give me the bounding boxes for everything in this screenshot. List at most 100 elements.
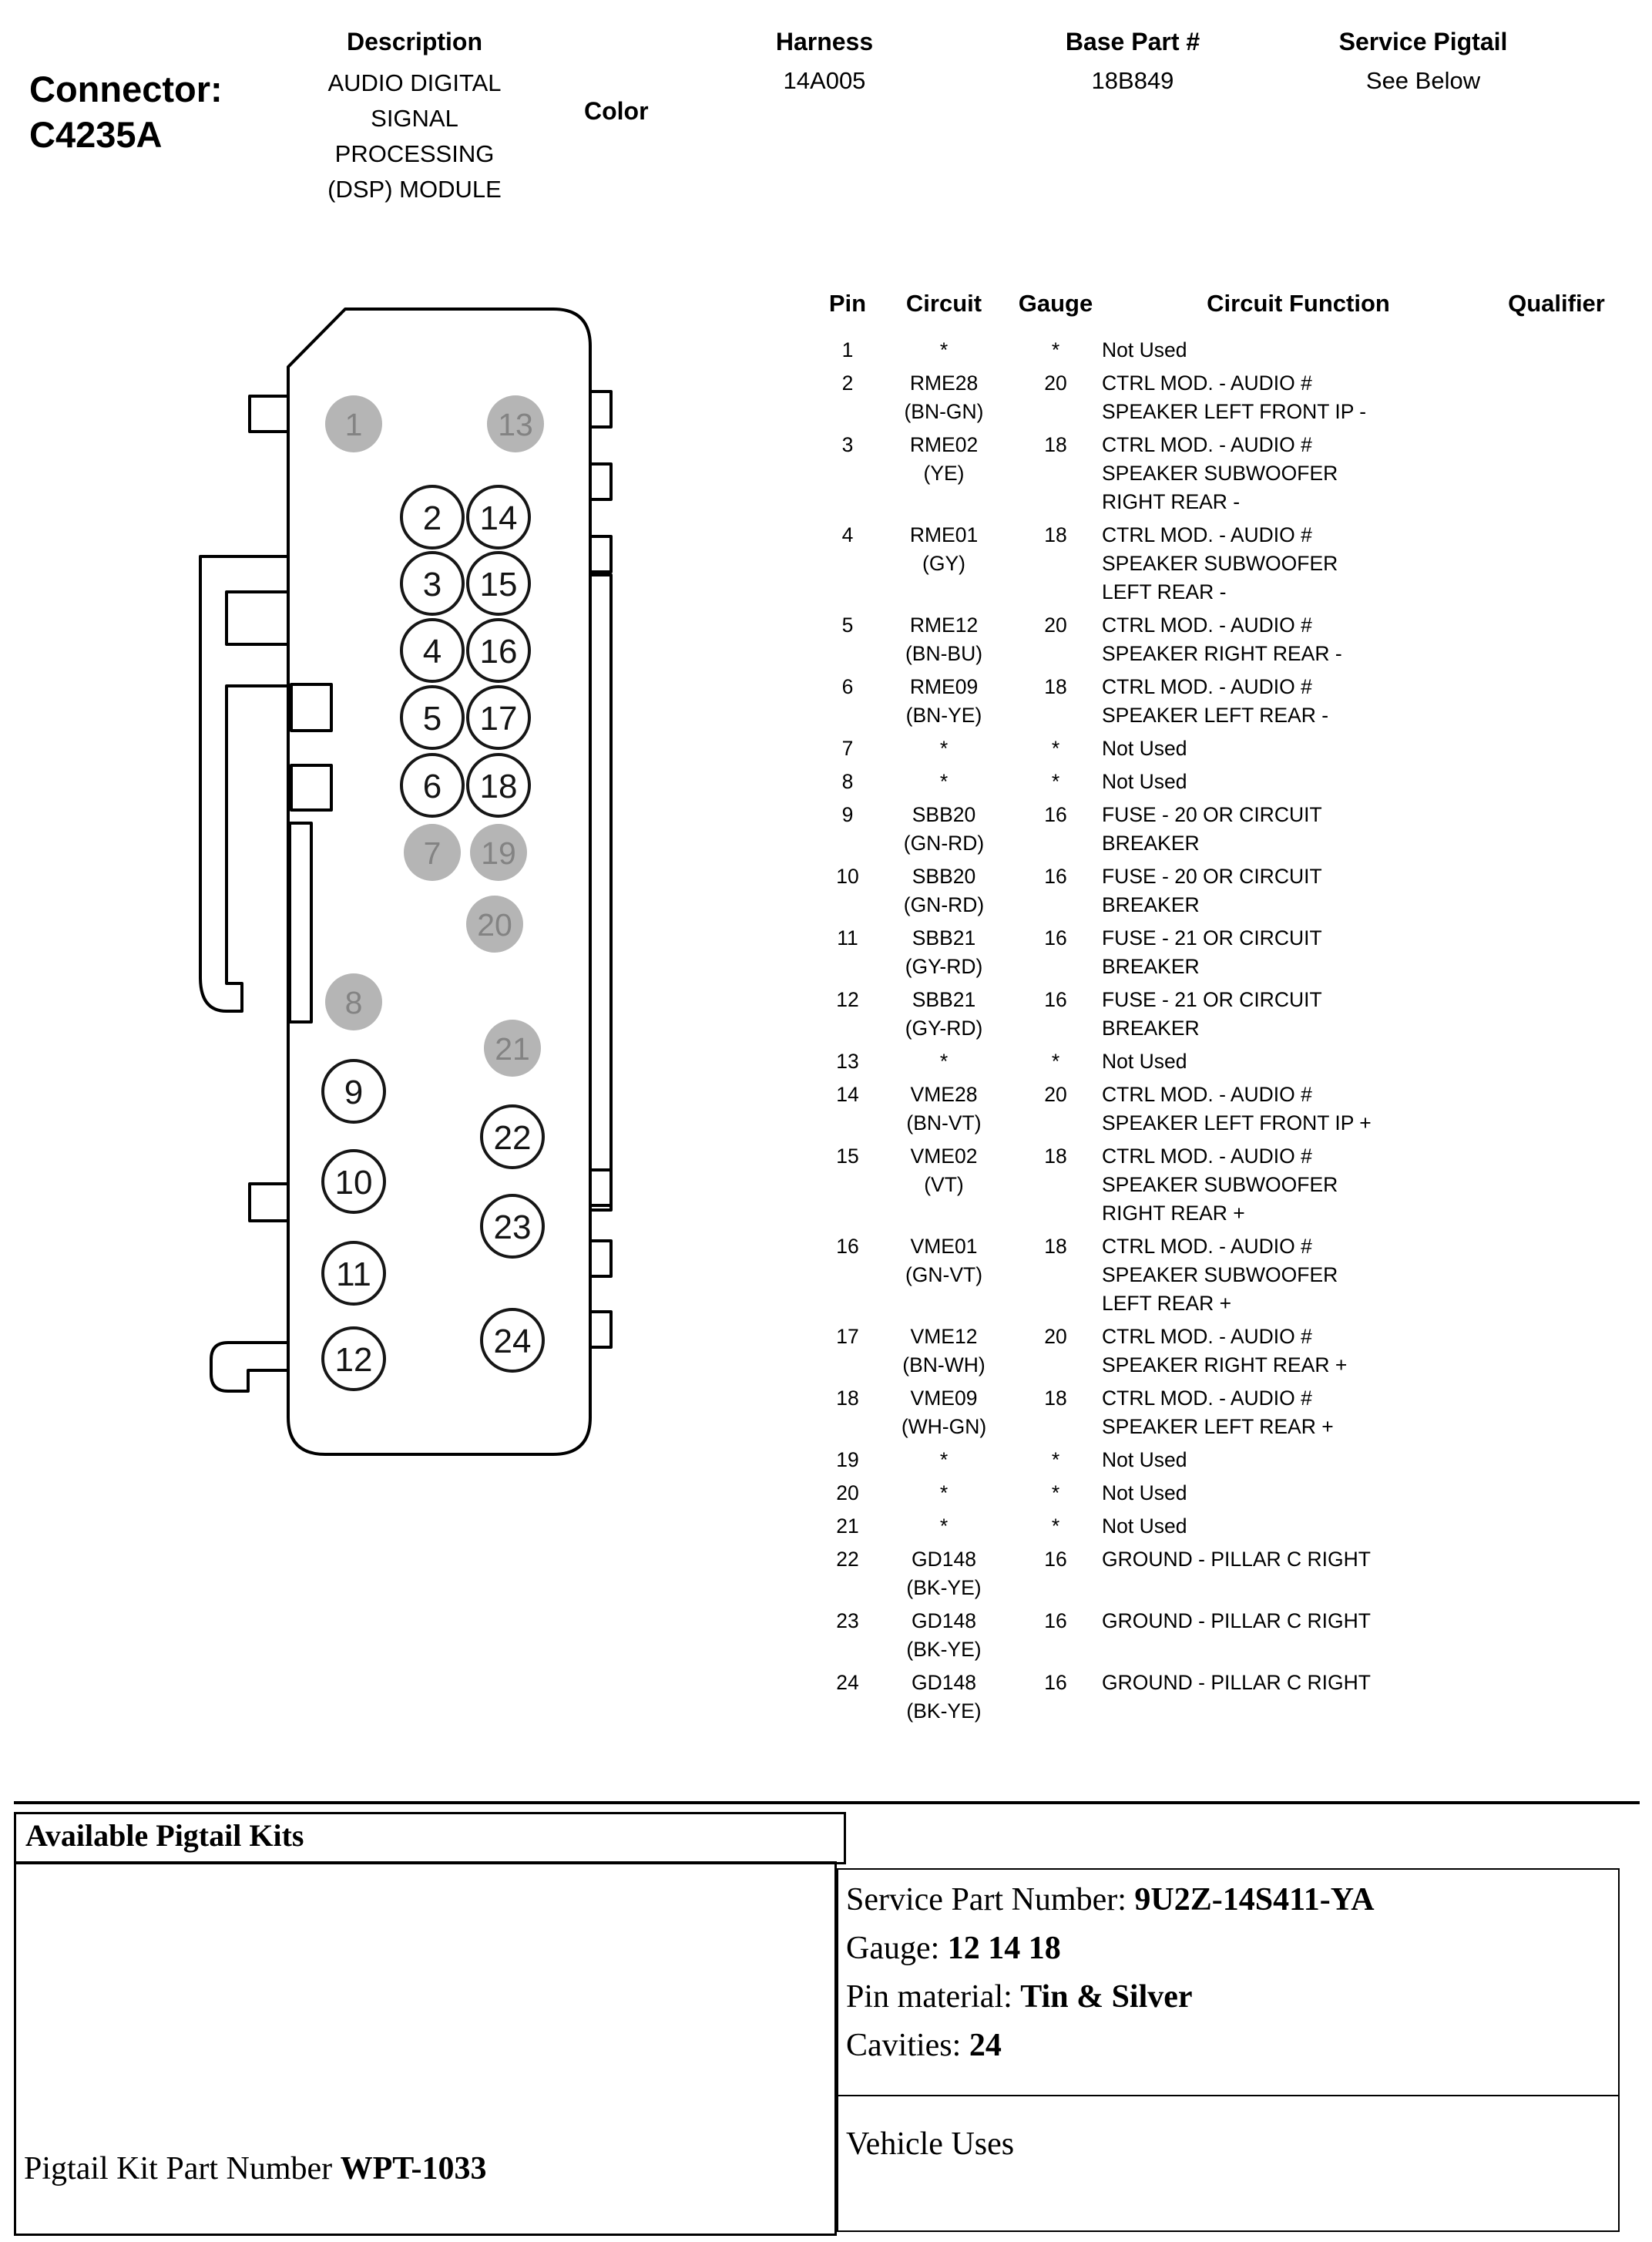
mounting-bracket	[199, 555, 290, 1013]
connector-pin-16: 16	[466, 618, 531, 683]
function-cell: Not Used	[1102, 1448, 1187, 1471]
function-cell: CTRL MOD. - AUDIO # SPEAKER SUBWOOFER LE…	[1102, 1235, 1338, 1315]
function-cell: Not Used	[1102, 1514, 1187, 1538]
gauge-cell: 18	[1044, 675, 1067, 698]
svg-text:11: 11	[336, 1255, 371, 1293]
col-header-gauge: Gauge	[1018, 290, 1093, 317]
col-header-circuit-function: Circuit Function	[1207, 290, 1390, 317]
function-cell: Not Used	[1102, 338, 1187, 361]
svg-text:24: 24	[494, 1323, 532, 1360]
connector-pin-8: 8	[325, 973, 382, 1030]
available-pigtail-kits-box: Available Pigtail Kits	[14, 1812, 846, 1864]
service-pigtail-value: See Below	[1365, 67, 1481, 94]
svg-text:23: 23	[494, 1208, 532, 1246]
gauge-cell: 16	[1044, 803, 1067, 826]
connector-pin-12: 12	[321, 1326, 386, 1391]
connector-pin-14: 14	[466, 485, 531, 550]
service-pigtail-label: Service Pigtail	[1338, 28, 1508, 55]
gauge-cell: *	[1051, 1514, 1060, 1538]
connector-pin-23: 23	[480, 1194, 545, 1259]
circuit-cell: RME09 (BN-YE)	[905, 675, 982, 727]
circuit-cell: VME28 (BN-VT)	[906, 1083, 982, 1134]
circuit-cell: SBB21 (GY-RD)	[905, 926, 983, 978]
gauge-cell: 16	[1044, 1548, 1067, 1571]
cavities-label: Cavities:	[846, 2028, 962, 2063]
pin-cell: 13	[836, 1050, 859, 1073]
function-cell: CTRL MOD. - AUDIO # SPEAKER RIGHT REAR -	[1102, 613, 1342, 665]
svg-text:14: 14	[480, 499, 518, 537]
pin-table-row: 19**Not Used	[817, 1446, 1626, 1479]
circuit-cell: RME28 (BN-GN)	[904, 371, 984, 423]
circuit-cell: *	[939, 1050, 949, 1073]
svg-text:22: 22	[494, 1119, 532, 1157]
svg-text:10: 10	[335, 1164, 373, 1202]
function-cell: Not Used	[1102, 770, 1187, 793]
connector-pin-10: 10	[321, 1149, 386, 1214]
pin-cell: 1	[841, 338, 854, 361]
gauge-cell: 16	[1044, 926, 1067, 950]
gauge-cell: 18	[1044, 1145, 1067, 1168]
connector-pin-3: 3	[400, 551, 465, 616]
pin-material-label: Pin material:	[846, 1979, 1012, 2015]
pin-cell: 18	[836, 1387, 859, 1410]
function-cell: FUSE - 20 OR CIRCUIT BREAKER	[1102, 803, 1322, 855]
circuit-cell: *	[939, 1448, 949, 1471]
gauge-value: 12 14 18	[947, 1931, 1061, 1966]
pin-table-header: Pin Circuit Gauge Circuit Function Quali…	[817, 290, 1626, 318]
pin-cell: 17	[836, 1325, 859, 1348]
pin-cell: 12	[836, 988, 859, 1011]
pin-table-row: 21**Not Used	[817, 1512, 1626, 1545]
pigtail-kit-line: Pigtail Kit Part Number WPT-1033	[24, 2150, 486, 2187]
connector-pin-13: 13	[487, 395, 544, 452]
pin-cell: 9	[841, 803, 854, 826]
pin-cell: 20	[836, 1481, 859, 1504]
pin-cell: 15	[836, 1145, 859, 1168]
circuit-cell: *	[939, 1481, 949, 1504]
service-part-number-value: 9U2Z-14S411-YA	[1134, 1882, 1375, 1918]
svg-text:1: 1	[345, 407, 363, 442]
gauge-cell: 20	[1044, 1083, 1067, 1106]
vehicle-uses-label: Vehicle Uses	[846, 2126, 1015, 2162]
circuit-cell: *	[939, 338, 949, 361]
gauge-cell: 20	[1044, 613, 1067, 637]
service-part-box: Service Part Number: 9U2Z-14S411-YA Gaug…	[837, 1868, 1620, 2232]
svg-text:12: 12	[335, 1341, 373, 1379]
gauge-cell: 20	[1044, 1325, 1067, 1348]
function-cell: CTRL MOD. - AUDIO # SPEAKER LEFT REAR +	[1102, 1387, 1334, 1438]
function-cell: CTRL MOD. - AUDIO # SPEAKER SUBWOOFER LE…	[1102, 523, 1338, 603]
pin-cell: 22	[836, 1548, 859, 1571]
pin-cell: 24	[836, 1671, 859, 1694]
base-part-value: 18B849	[1091, 67, 1174, 94]
svg-text:3: 3	[423, 566, 442, 603]
circuit-cell: VME01 (GN-VT)	[905, 1235, 983, 1286]
pigtail-kit-box: Pigtail Kit Part Number WPT-1033	[14, 1861, 837, 2236]
connector-pin-24: 24	[480, 1308, 545, 1373]
pigtail-kit-label: Pigtail Kit Part Number	[24, 2151, 333, 2187]
bottom-left-hook	[210, 1341, 290, 1393]
connector-pin-6: 6	[400, 753, 465, 818]
connector-id: C4235A	[29, 114, 163, 155]
svg-text:19: 19	[481, 835, 516, 871]
gauge-cell: *	[1051, 737, 1060, 760]
pin-table: Pin Circuit Gauge Circuit Function Quali…	[817, 290, 1626, 1730]
pin-cell: 2	[841, 371, 854, 395]
color-label: Color	[584, 97, 649, 125]
available-pigtail-kits-title: Available Pigtail Kits	[25, 1818, 304, 1853]
base-part-column: Base Part # 18B849	[1036, 28, 1229, 95]
pin-table-row: 7**Not Used	[817, 734, 1626, 768]
gauge-cell: 18	[1044, 1387, 1067, 1410]
svg-text:7: 7	[424, 835, 442, 871]
svg-text:18: 18	[480, 768, 518, 805]
gauge-cell: 18	[1044, 1235, 1067, 1258]
gauge-cell: 16	[1044, 1609, 1067, 1632]
function-cell: FUSE - 21 OR CIRCUIT BREAKER	[1102, 988, 1322, 1040]
